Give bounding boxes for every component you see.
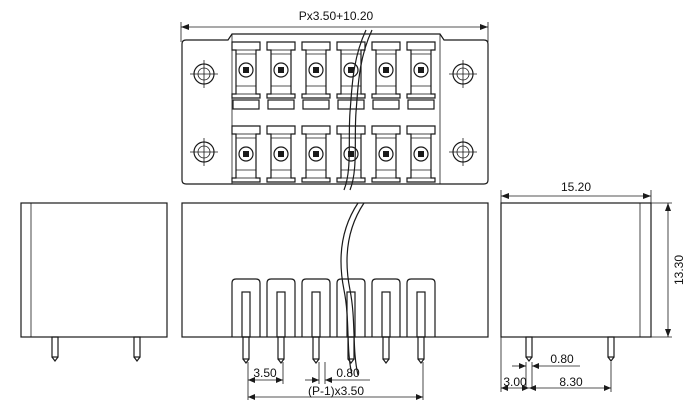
lower-terminal-3 <box>301 125 331 183</box>
middle-slot-2 <box>267 99 295 110</box>
front-socket-row <box>231 278 436 364</box>
right-side-view: 15.20 13.30 0.80 3.00 8.30 <box>500 180 686 392</box>
front-socket-1 <box>231 278 261 364</box>
break-mark-top <box>343 29 367 191</box>
right-pin-1 <box>525 336 533 362</box>
span-dimension: (P-1)x3.50 <box>308 384 364 398</box>
middle-slot-3 <box>302 99 330 110</box>
side-pin-width-dimension: 0.80 <box>550 352 574 366</box>
front-socket-2 <box>266 278 296 364</box>
right-pin-2 <box>607 336 615 362</box>
upper-terminal-5 <box>371 41 401 99</box>
middle-slot-6 <box>407 99 435 110</box>
front-socket-4 <box>336 278 366 364</box>
upper-terminal-6 <box>406 41 436 99</box>
mounting-hole-bottom-left-icon <box>190 138 218 166</box>
side-height-dimension: 13.30 <box>672 255 686 285</box>
lower-terminal-row <box>231 125 436 183</box>
offset-left-dimension: 3.00 <box>503 375 527 389</box>
middle-slot-row <box>232 99 435 110</box>
lower-terminal-4 <box>336 125 366 183</box>
lower-terminal-2 <box>266 125 296 183</box>
front-socket-6 <box>406 278 436 364</box>
mounting-hole-bottom-right-icon <box>449 138 477 166</box>
mounting-hole-top-left-icon <box>190 60 218 88</box>
top-view: Px3.50+10.20 <box>180 9 489 191</box>
left-pin-2 <box>133 336 141 362</box>
lower-terminal-5 <box>371 125 401 183</box>
front-view: 3.50 0.80 (P-1)x3.50 <box>181 202 489 400</box>
upper-terminal-3 <box>301 41 331 99</box>
middle-slot-1 <box>232 99 260 110</box>
pitch-dimension: 3.50 <box>253 366 277 380</box>
left-pin-1 <box>51 336 59 362</box>
upper-terminal-row <box>231 41 436 99</box>
upper-terminal-4 <box>336 41 366 99</box>
mounting-hole-top-right-icon <box>449 60 477 88</box>
middle-slot-5 <box>372 99 400 110</box>
front-socket-5 <box>371 278 401 364</box>
lower-terminal-6 <box>406 125 436 183</box>
front-socket-3 <box>301 278 331 364</box>
front-pin-width-dimension: 0.80 <box>336 366 360 380</box>
upper-terminal-2 <box>266 41 296 99</box>
side-width-dimension: 15.20 <box>561 180 591 194</box>
upper-terminal-1 <box>231 41 261 99</box>
lower-terminal-1 <box>231 125 261 183</box>
left-side-view <box>20 202 168 362</box>
top-width-dimension: Px3.50+10.20 <box>299 9 374 23</box>
offset-right-dimension: 8.30 <box>559 375 583 389</box>
